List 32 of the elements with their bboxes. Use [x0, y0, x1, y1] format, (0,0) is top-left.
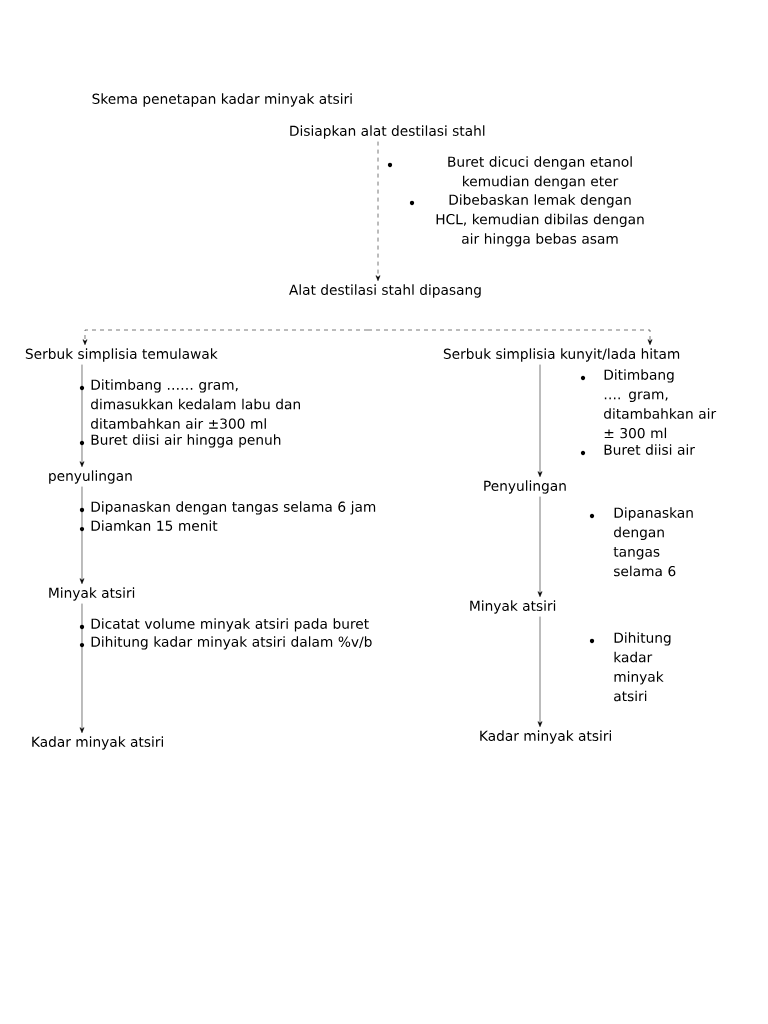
bullet-item: Dicatat volume minyak atsiri pada buret [79, 618, 369, 632]
step-text: Penyulingan [484, 480, 566, 494]
step-text: Disiapkan alat destilasi stahl [290, 125, 485, 139]
bullet-item: Dihitung kadar minyak atsiri [589, 632, 671, 702]
step-text: Minyak atsiri [470, 600, 556, 614]
arrow [537, 496, 543, 597]
arrow [79, 486, 85, 584]
bullet-item: Diamkan 15 menit [79, 520, 218, 532]
arrow [375, 141, 381, 281]
step-text: Kadar minyak atsiri [32, 736, 163, 750]
bullet-item: Buret diisi air [580, 444, 695, 456]
bullet-item: Dipanaskan dengan tangas selama 6 jam [79, 501, 376, 515]
bullet-item: Ditimbang …. gram, ditambahkan air ± 300 ml [580, 369, 717, 439]
bullet-item: Dibebaskan lemak dengan HCL, kemudian dibilas dengan air hingga bebas asam [409, 194, 644, 247]
bullet-item: Buret dicuci dengan etanol kemudian dengan eter [387, 156, 632, 190]
arrow [537, 616, 543, 727]
bullet-item: Buret diisi air hingga penuh [79, 434, 281, 448]
bullet-item: Dipanaskan dengan tangas selama 6 [589, 507, 693, 577]
step-text: Serbuk simplisia kunyit/lada hitam [443, 348, 680, 362]
arrow [79, 364, 85, 467]
arrow [537, 364, 543, 477]
arrow [82, 329, 369, 345]
bullet-item: Ditimbang …… gram, dimasukkan kedalam labu dan ditambahkan air ±300 ml [79, 379, 300, 429]
step-text: Alat destilasi stahl dipasang [289, 284, 481, 298]
step-text: penyulingan [49, 470, 132, 484]
title: Skema penetapan kadar minyak atsiri [92, 93, 352, 107]
arrow [79, 603, 85, 733]
bullet-item: Dihitung kadar minyak atsiri dalam %v/b [79, 636, 372, 650]
step-text: Kadar minyak atsiri [480, 730, 611, 744]
step-text: Serbuk simplisia temulawak [25, 348, 218, 362]
arrow [367, 329, 653, 345]
step-text: Minyak atsiri [49, 587, 135, 601]
